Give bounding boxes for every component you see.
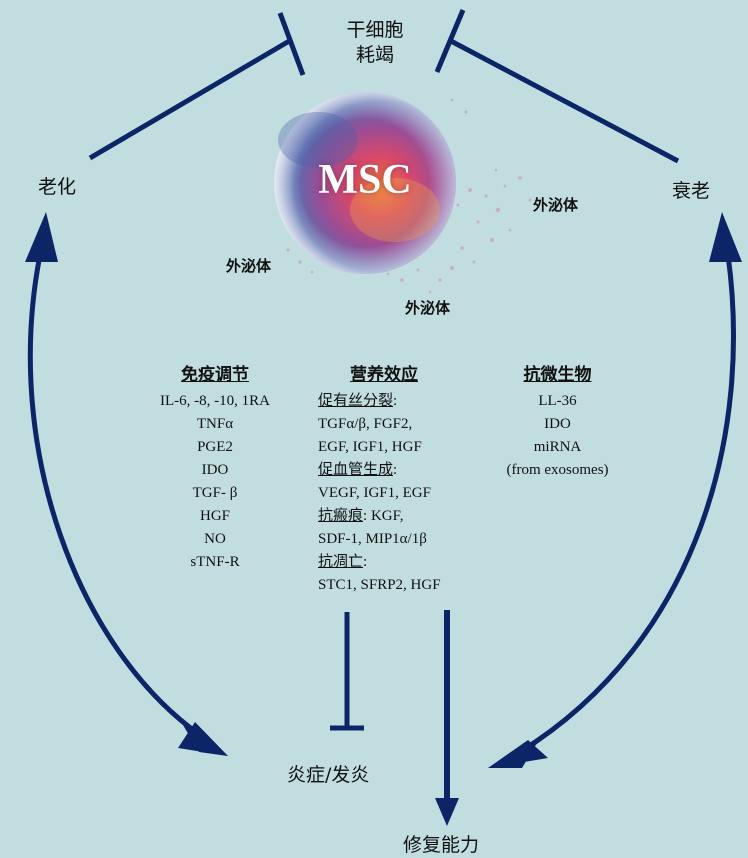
angiogenic-line: VEGF, IGF1, EGF <box>318 485 431 501</box>
antiscarring-heading: 抗瘢痕 <box>318 508 364 524</box>
antimicrobial-column: 抗微生物 LL-36 IDO miRNA (from exosomes) <box>490 362 625 482</box>
aging-inhibits-exhaustion <box>88 12 306 161</box>
senescence-label: 衰老 <box>672 180 711 202</box>
exosome-particles <box>286 98 532 294</box>
inhibits-inflammation <box>330 612 364 731</box>
mitogenic-heading-row: 促有丝分裂: <box>318 393 398 409</box>
msc-cell <box>274 92 456 274</box>
antiscarring-heading-row: 抗瘢痕: KGF, <box>318 508 404 524</box>
antimicrobial-title: 抗微生物 <box>523 365 592 385</box>
senescence-inhibits-exhaustion <box>434 9 680 164</box>
msc-label: MSC <box>318 157 412 203</box>
immunomodulation-item: TGF- β <box>192 485 238 501</box>
mitogenic-heading: 促有丝分裂 <box>318 393 394 409</box>
aging-label: 老化 <box>38 176 77 198</box>
angiogenic-heading: 促血管生成 <box>318 462 394 478</box>
immunomodulation-item: NO <box>204 531 226 547</box>
trophic-column: 营养效应 促有丝分裂: TGFα/β, FGF2, EGF, IGF1, HGF… <box>318 362 488 597</box>
antimicrobial-item: miRNA <box>533 439 582 455</box>
antiapoptotic-heading: 抗凋亡 <box>318 554 364 570</box>
immunomodulation-item: IDO <box>201 462 229 478</box>
angiogenic-heading-row: 促血管生成: <box>318 462 398 478</box>
immunomodulation-item: HGF <box>199 508 230 524</box>
immunomodulation-item: PGE2 <box>197 439 233 455</box>
left-curved-arrow <box>25 212 228 756</box>
trophic-title: 营养效应 <box>350 365 418 385</box>
inflammation-label: 炎症/发炎 <box>287 764 370 786</box>
antimicrobial-item: LL-36 <box>538 393 577 409</box>
exosome-label-bottom: 外泌体 <box>405 299 451 317</box>
antiscarring-line: SDF-1, MIP1α/1β <box>318 531 427 547</box>
exosome-label-left: 外泌体 <box>226 257 272 275</box>
antiapoptotic-heading-row: 抗凋亡: <box>318 554 368 570</box>
right-curved-arrow <box>488 212 742 768</box>
antimicrobial-item: (from exosomes) <box>506 462 609 478</box>
immunomodulation-item: IL-6, -8, -10, 1RA <box>160 393 270 409</box>
repair-label: 修复能力 <box>403 834 480 856</box>
immunomodulation-column: 免疫调节 IL-6, -8, -10, 1RA TNFα PGE2 IDO TG… <box>140 362 290 574</box>
immunomodulation-title: 免疫调节 <box>181 365 249 385</box>
promotes-repair-arrow <box>435 610 459 826</box>
immunomodulation-item: sTNF-R <box>190 554 240 570</box>
exosome-label-right: 外泌体 <box>533 196 579 214</box>
mitogenic-line: EGF, IGF1, HGF <box>318 439 422 455</box>
immunomodulation-item: TNFα <box>196 416 234 432</box>
antiscarring-suffix: KGF, <box>367 508 404 524</box>
stem-cell-exhaustion-label: 干细胞 耗竭 <box>346 19 404 66</box>
antiapoptotic-line: STC1, SFRP2, HGF <box>318 577 441 593</box>
antimicrobial-item: IDO <box>544 416 571 432</box>
mitogenic-line: TGFα/β, FGF2, <box>318 416 413 432</box>
